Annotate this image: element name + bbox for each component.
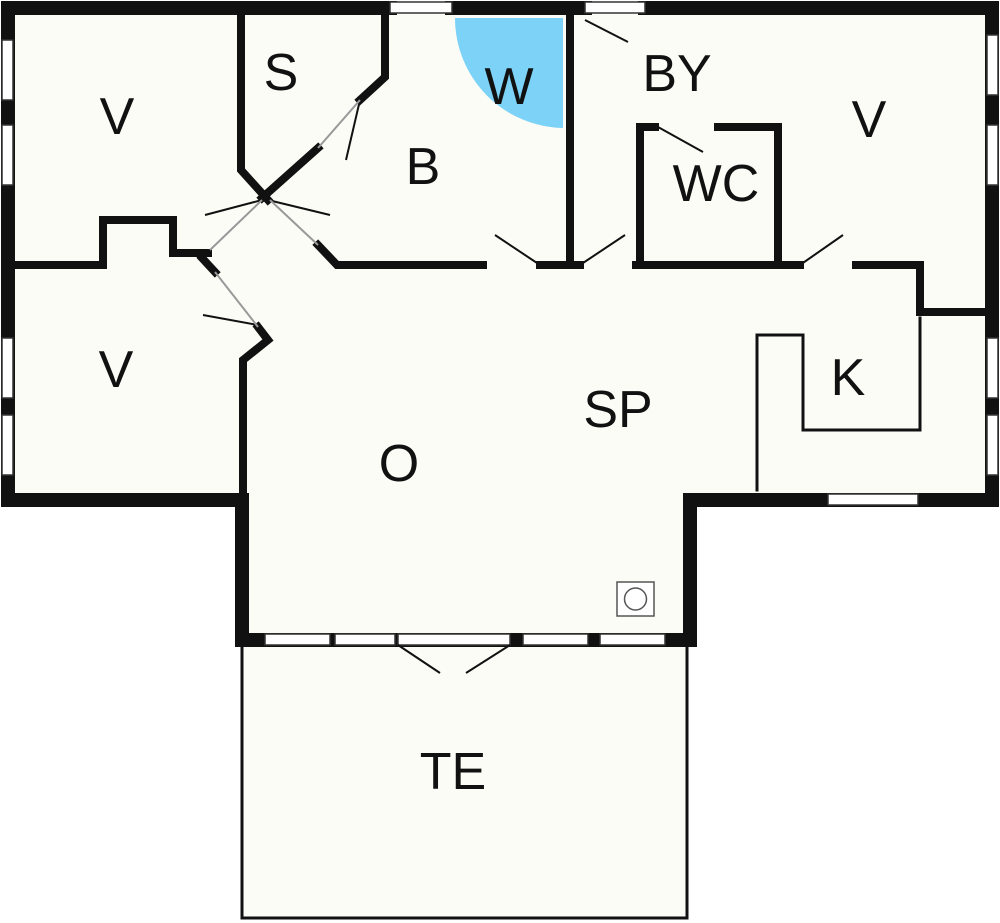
room-label-whirlpool: W [484, 58, 533, 116]
opening-v-mid [214, 271, 259, 328]
kitchen-counter [755, 316, 922, 492]
wall-storage-left [237, 10, 274, 206]
room-label-storage: S [264, 44, 299, 102]
room-label-bathroom: B [406, 138, 441, 196]
window-living-1 [264, 633, 331, 646]
wood-stove-icon [616, 581, 655, 617]
door-leaf-storage [345, 99, 361, 161]
door-leaf-by [579, 234, 626, 266]
terrace-outline [240, 643, 689, 920]
window-right-3 [986, 337, 999, 399]
wall-storage-right [354, 10, 389, 106]
window-living-4 [599, 633, 666, 646]
window-right-2 [986, 124, 999, 186]
stove-ring [623, 587, 648, 611]
room-label-utility: BY [642, 45, 711, 103]
doors [202, 19, 844, 674]
whirlpool-tub [455, 18, 563, 128]
opening-bath-left [269, 199, 319, 246]
terrace-border [240, 643, 689, 920]
door-leaf-v-right [799, 234, 844, 266]
window-left-1 [1, 39, 14, 101]
terrace-floor [242, 645, 687, 918]
window-left-4 [1, 414, 14, 476]
window-kitchen-bottom [827, 493, 919, 506]
room-labels: V S B W BY WC V V O SP K TE [99, 44, 887, 801]
door-leaf-v-left-b [267, 199, 331, 216]
windows [1, 1, 999, 646]
door-leaf-terrace-b [465, 644, 511, 674]
door-leaf-v-mid [202, 314, 259, 326]
room-label-living: O [379, 435, 419, 493]
wall-wc-top [714, 123, 782, 269]
room-label-v-middle-left: V [99, 341, 134, 399]
door-leaf-bath [494, 234, 541, 266]
floor-areas [8, 8, 992, 918]
interior-walls [10, 10, 991, 498]
window-left-2 [1, 124, 14, 186]
wall-v-mid-left-right [196, 252, 221, 278]
opening-v-left [209, 199, 263, 251]
door-leaf-by-top [584, 19, 629, 43]
wall-v-right-bottom [852, 261, 991, 316]
room-label-terrace: TE [420, 743, 486, 801]
wall-v-top-left-bottom [10, 216, 212, 269]
room-label-v-top-right: V [852, 91, 887, 149]
wall-bath-bottom [312, 239, 487, 269]
wall-storage-diag [256, 142, 324, 204]
room-label-kitchen: K [831, 349, 866, 407]
door-leaf-v-left-a [204, 199, 263, 216]
stove-body [616, 581, 655, 617]
window-right-1 [986, 34, 999, 96]
window-living-3 [522, 633, 589, 646]
room-label-v-top-left: V [100, 88, 135, 146]
window-living-door [397, 633, 511, 646]
kitchen-island [755, 316, 922, 492]
door-leaf-wc [657, 126, 704, 153]
room-label-dining: SP [583, 381, 652, 439]
window-top-by [584, 1, 646, 14]
wall-v-mid-left-right-lower [239, 321, 274, 498]
wall-wc-left [636, 123, 659, 269]
window-top-bath [389, 1, 453, 14]
door-openings [209, 99, 361, 328]
window-living-2 [334, 633, 396, 646]
window-left-3 [1, 337, 14, 399]
opening-storage [317, 99, 361, 149]
room-label-toilet: WC [673, 155, 760, 213]
house-floor [8, 8, 992, 640]
window-right-4 [986, 414, 999, 476]
door-leaf-terrace-a [397, 644, 441, 674]
